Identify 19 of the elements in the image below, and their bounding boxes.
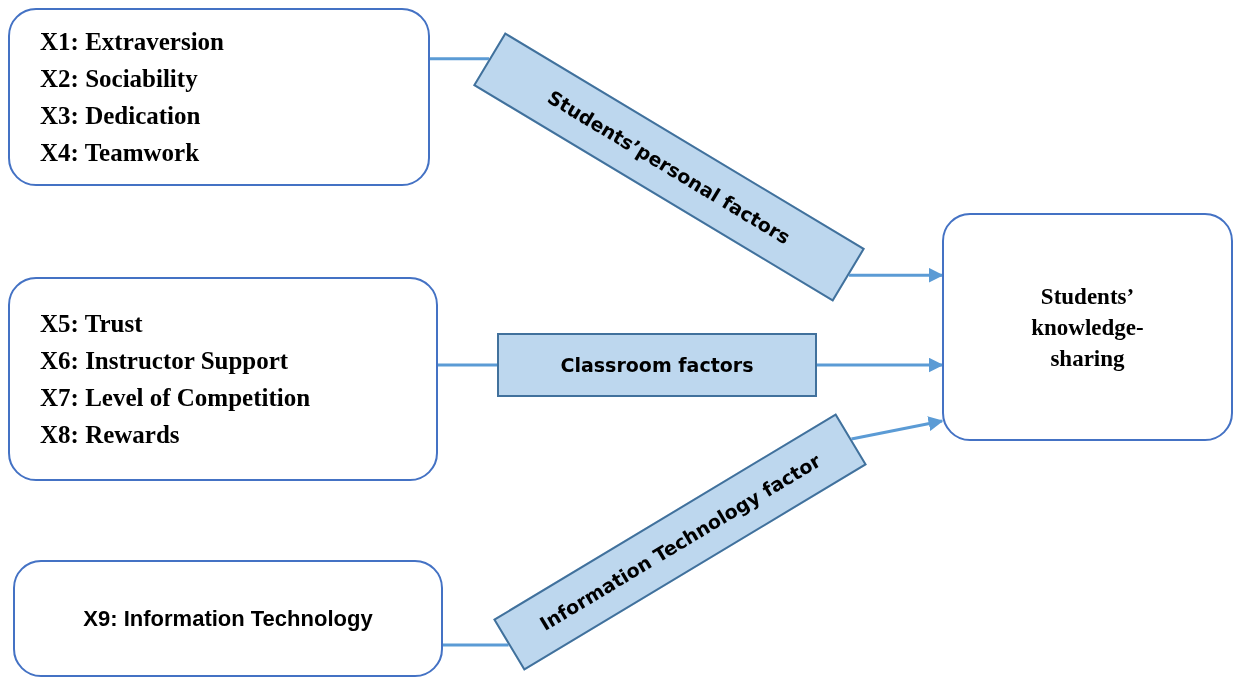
- box-text: X9: Information Technology: [82, 605, 374, 632]
- box-text: X6: Instructor Support: [39, 346, 290, 376]
- box-text: X7: Level of Competition: [39, 383, 312, 413]
- factor-band: [497, 333, 817, 397]
- box-text: X8: Rewards: [39, 420, 181, 450]
- arrow: [849, 267, 944, 283]
- factor-box: [942, 213, 1233, 441]
- factor-box: [8, 8, 430, 186]
- box-text: X1: Extraversion: [39, 27, 225, 57]
- box-text: X4: Teamwork: [39, 138, 201, 168]
- arrow: [851, 416, 944, 441]
- band-label: Classroom factors: [560, 354, 754, 376]
- factor-box: [13, 560, 443, 677]
- arrow: [817, 357, 944, 373]
- box-text: X2: Sociability: [39, 64, 199, 94]
- factor-box: [8, 277, 438, 481]
- box-text: X3: Dedication: [39, 101, 202, 131]
- box-text: Students’ knowledge-sharing: [1030, 282, 1145, 373]
- box-text: X5: Trust: [39, 309, 144, 339]
